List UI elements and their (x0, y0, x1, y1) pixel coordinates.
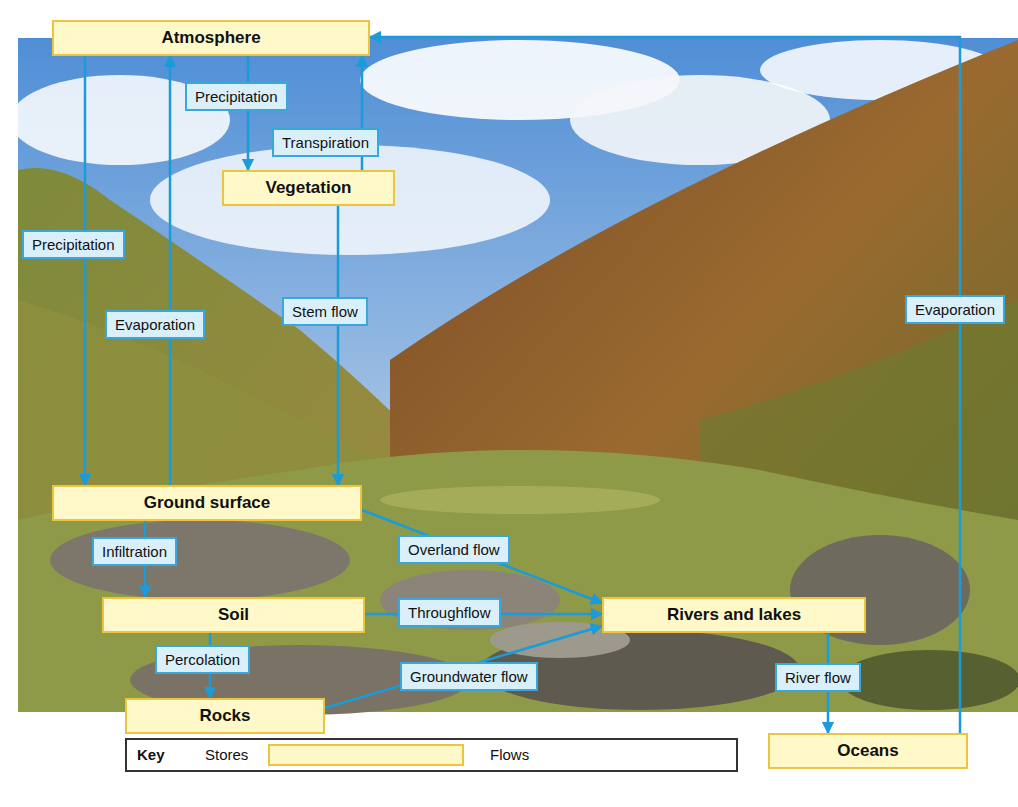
flow-label: River flow (775, 663, 861, 692)
store-box: Vegetation (222, 170, 395, 206)
store-label: Vegetation (266, 177, 352, 199)
legend-swatch (268, 744, 464, 766)
flow-arrow (325, 626, 602, 708)
flow-label: Transpiration (272, 128, 379, 157)
store-label: Rivers and lakes (667, 604, 801, 626)
store-box: Oceans (768, 733, 968, 769)
flow-arrow (84, 56, 87, 485)
store-box: Atmosphere (52, 20, 370, 56)
flow-label: Infiltration (92, 537, 177, 566)
store-label: Soil (218, 604, 249, 626)
legend-text: Flows (490, 745, 529, 764)
legend-title: Key (137, 745, 165, 764)
store-box: Rivers and lakes (602, 597, 866, 633)
flow-arrow (370, 37, 960, 733)
store-label: Ground surface (144, 492, 271, 514)
flow-label: Evaporation (905, 295, 1005, 324)
flow-label: Groundwater flow (400, 662, 538, 691)
flow-label: Overland flow (398, 535, 510, 564)
flow-label: Throughflow (398, 598, 501, 627)
flow-arrow (169, 56, 172, 485)
flow-arrow (362, 510, 602, 603)
flow-label: Evaporation (105, 310, 205, 339)
flow-label: Precipitation (22, 230, 125, 259)
store-box: Rocks (125, 698, 325, 734)
flow-label: Percolation (155, 645, 250, 674)
store-box: Soil (102, 597, 365, 633)
legend-text: Stores (205, 745, 248, 764)
store-box: Ground surface (52, 485, 362, 521)
store-label: Atmosphere (161, 27, 260, 49)
store-label: Oceans (837, 740, 898, 762)
flow-arrow (247, 56, 250, 170)
flow-label: Precipitation (185, 82, 288, 111)
flow-label: Stem flow (282, 297, 368, 326)
flow-arrow (337, 206, 340, 485)
store-label: Rocks (199, 705, 250, 727)
